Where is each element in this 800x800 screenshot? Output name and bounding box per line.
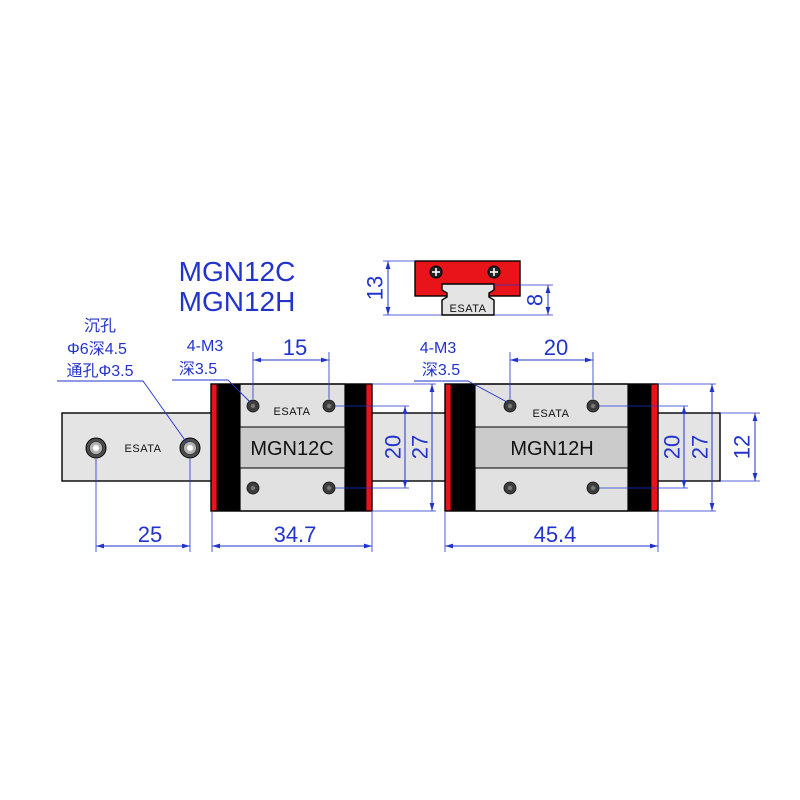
block-c-center-band	[239, 426, 346, 469]
block-mgn12c: ESATA MGN12C	[210, 383, 373, 512]
block-h-note-leader	[414, 380, 508, 403]
block-h-thread-note: 4-M3 深3.5	[414, 340, 508, 403]
rail-counterbore-hole-1	[85, 437, 107, 459]
block-c-seal-left	[210, 383, 218, 512]
block-c-mount-hole-3	[246, 481, 260, 495]
block-c-thread-note: 4-M3 深3.5	[172, 338, 251, 403]
rail-brand: ESATA	[125, 443, 162, 455]
dim-text-8: 8	[523, 294, 548, 306]
block-c-seal-right	[365, 383, 373, 512]
block-c-outline	[210, 383, 373, 512]
dim-text-h27: 27	[688, 435, 713, 459]
block-c-note-leader	[172, 379, 251, 403]
dim-text-h20x: 20	[544, 335, 568, 360]
block-c-end-plate-right	[345, 384, 366, 511]
dim-text-45-4: 45.4	[534, 522, 577, 547]
block-c-mount-hole-2	[322, 399, 336, 413]
rail-note-leader	[57, 380, 188, 444]
block-c-brand: ESATA	[274, 406, 311, 418]
cross-section-screw-right	[487, 265, 501, 279]
block-h-note-line-1: 4-M3	[420, 340, 457, 357]
dim-text-12: 12	[730, 435, 755, 459]
block-c-note-line-2: 深3.5	[179, 360, 217, 378]
block-h-outline	[444, 383, 659, 512]
block-c-mount-hole-1	[246, 399, 260, 413]
block-c-note-line-1: 4-M3	[187, 338, 224, 355]
block-c-end-plate-left	[217, 384, 240, 511]
block-h-seal-right	[650, 383, 659, 512]
rail-hole-note: 沉孔 Φ6深4.5 通孔Φ3.5	[57, 317, 188, 444]
dim-text-25: 25	[138, 522, 162, 547]
block-h-mount-hole-1	[503, 399, 517, 413]
block-c-model-label: MGN12C	[250, 438, 333, 460]
block-h-mount-hole-4	[586, 481, 600, 495]
block-h-note-line-2: 深3.5	[422, 361, 460, 379]
cross-section-brand: ESATA	[450, 303, 487, 315]
rail-dimensions: 12 25	[95, 412, 760, 552]
block-h-mount-hole-3	[503, 481, 517, 495]
block-h-mount-hole-2	[586, 399, 600, 413]
block-h-center-band	[474, 426, 629, 469]
rail-note-line-1: 沉孔	[84, 317, 116, 335]
title-model-c: MGN12C	[179, 256, 296, 287]
dim-text-c20: 20	[381, 435, 406, 459]
block-c-dimensions: 15 20 27 34.7	[211, 335, 436, 552]
block-mgn12h: ESATA MGN12H	[444, 383, 659, 512]
block-h-end-plate-left	[451, 384, 475, 511]
block-h-end-plate-right	[628, 384, 651, 511]
block-h-dimensions: 20 20 27 45.4	[444, 335, 716, 552]
block-c-mount-hole-4	[322, 481, 336, 495]
rail-note-line-2: Φ6深4.5	[67, 340, 127, 358]
dim-text-15: 15	[283, 335, 307, 360]
rail-counterbore-hole-2	[179, 437, 201, 459]
block-h-model-label: MGN12H	[510, 438, 593, 460]
cross-section-screw-left	[429, 265, 443, 279]
dim-text-13: 13	[363, 276, 388, 300]
block-h-seal-left	[444, 383, 452, 512]
dim-text-34-7: 34.7	[274, 522, 317, 547]
title-model-h: MGN12H	[179, 286, 296, 317]
dim-text-c27: 27	[408, 435, 433, 459]
rail-note-line-3: 通孔Φ3.5	[66, 362, 133, 380]
dim-text-h20: 20	[660, 435, 685, 459]
block-h-brand: ESATA	[533, 408, 570, 420]
cross-section-view: ESATA 13 8	[363, 260, 553, 316]
